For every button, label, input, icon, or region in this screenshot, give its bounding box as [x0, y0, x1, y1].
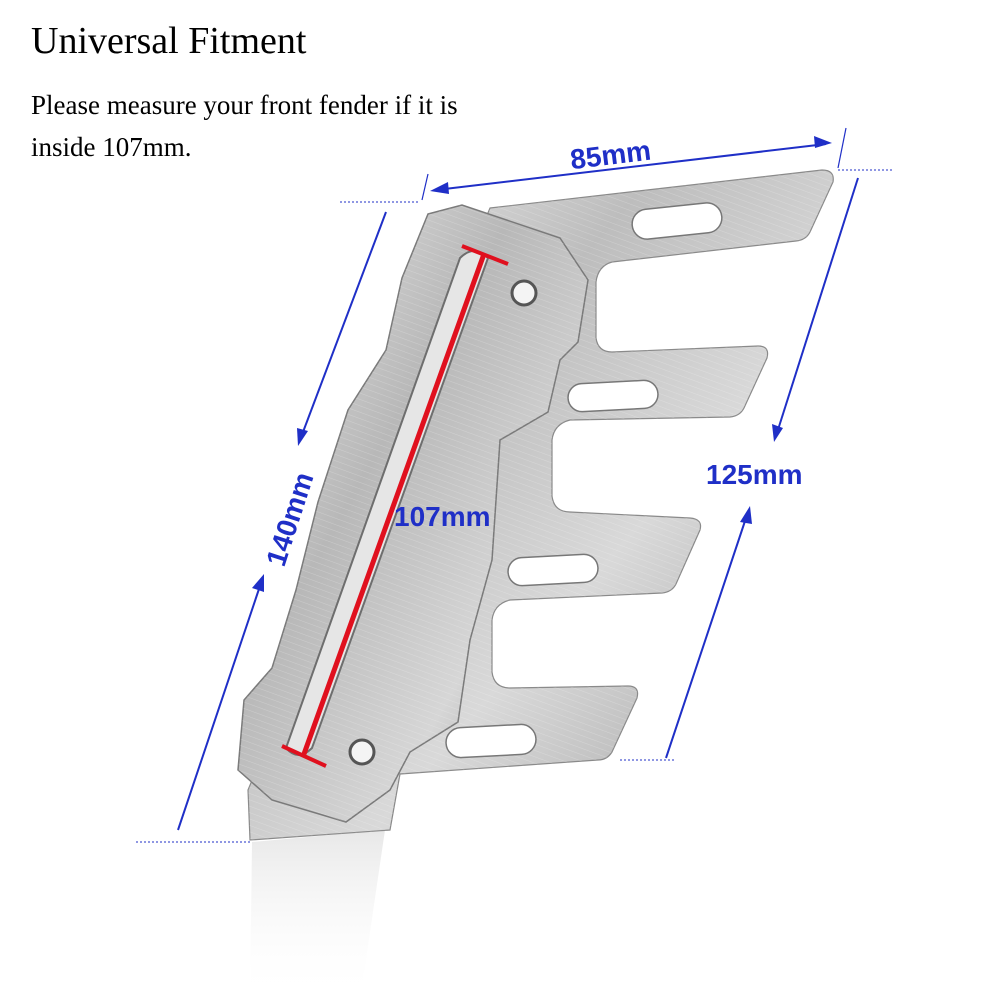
- mount-slot: [507, 553, 599, 587]
- slot-measure-line: [281, 244, 509, 768]
- fitment-description: Please measure your front fender if it i…: [31, 84, 591, 168]
- slot-length-label: 107mm: [394, 501, 491, 532]
- bolt: [510, 279, 538, 307]
- description-line-1: Please measure your front fender if it i…: [31, 90, 458, 120]
- reflection: [250, 830, 385, 1000]
- mount-slot: [631, 202, 723, 240]
- mount-slot: [445, 723, 537, 759]
- description-line-2: inside 107mm.: [31, 132, 192, 162]
- mount-slot: [567, 379, 659, 413]
- right-height-label: 125mm: [706, 459, 803, 490]
- dimension-lines: [136, 127, 892, 843]
- width-label: 85mm: [568, 135, 652, 176]
- page-title: Universal Fitment: [31, 20, 307, 62]
- bolt: [348, 738, 376, 766]
